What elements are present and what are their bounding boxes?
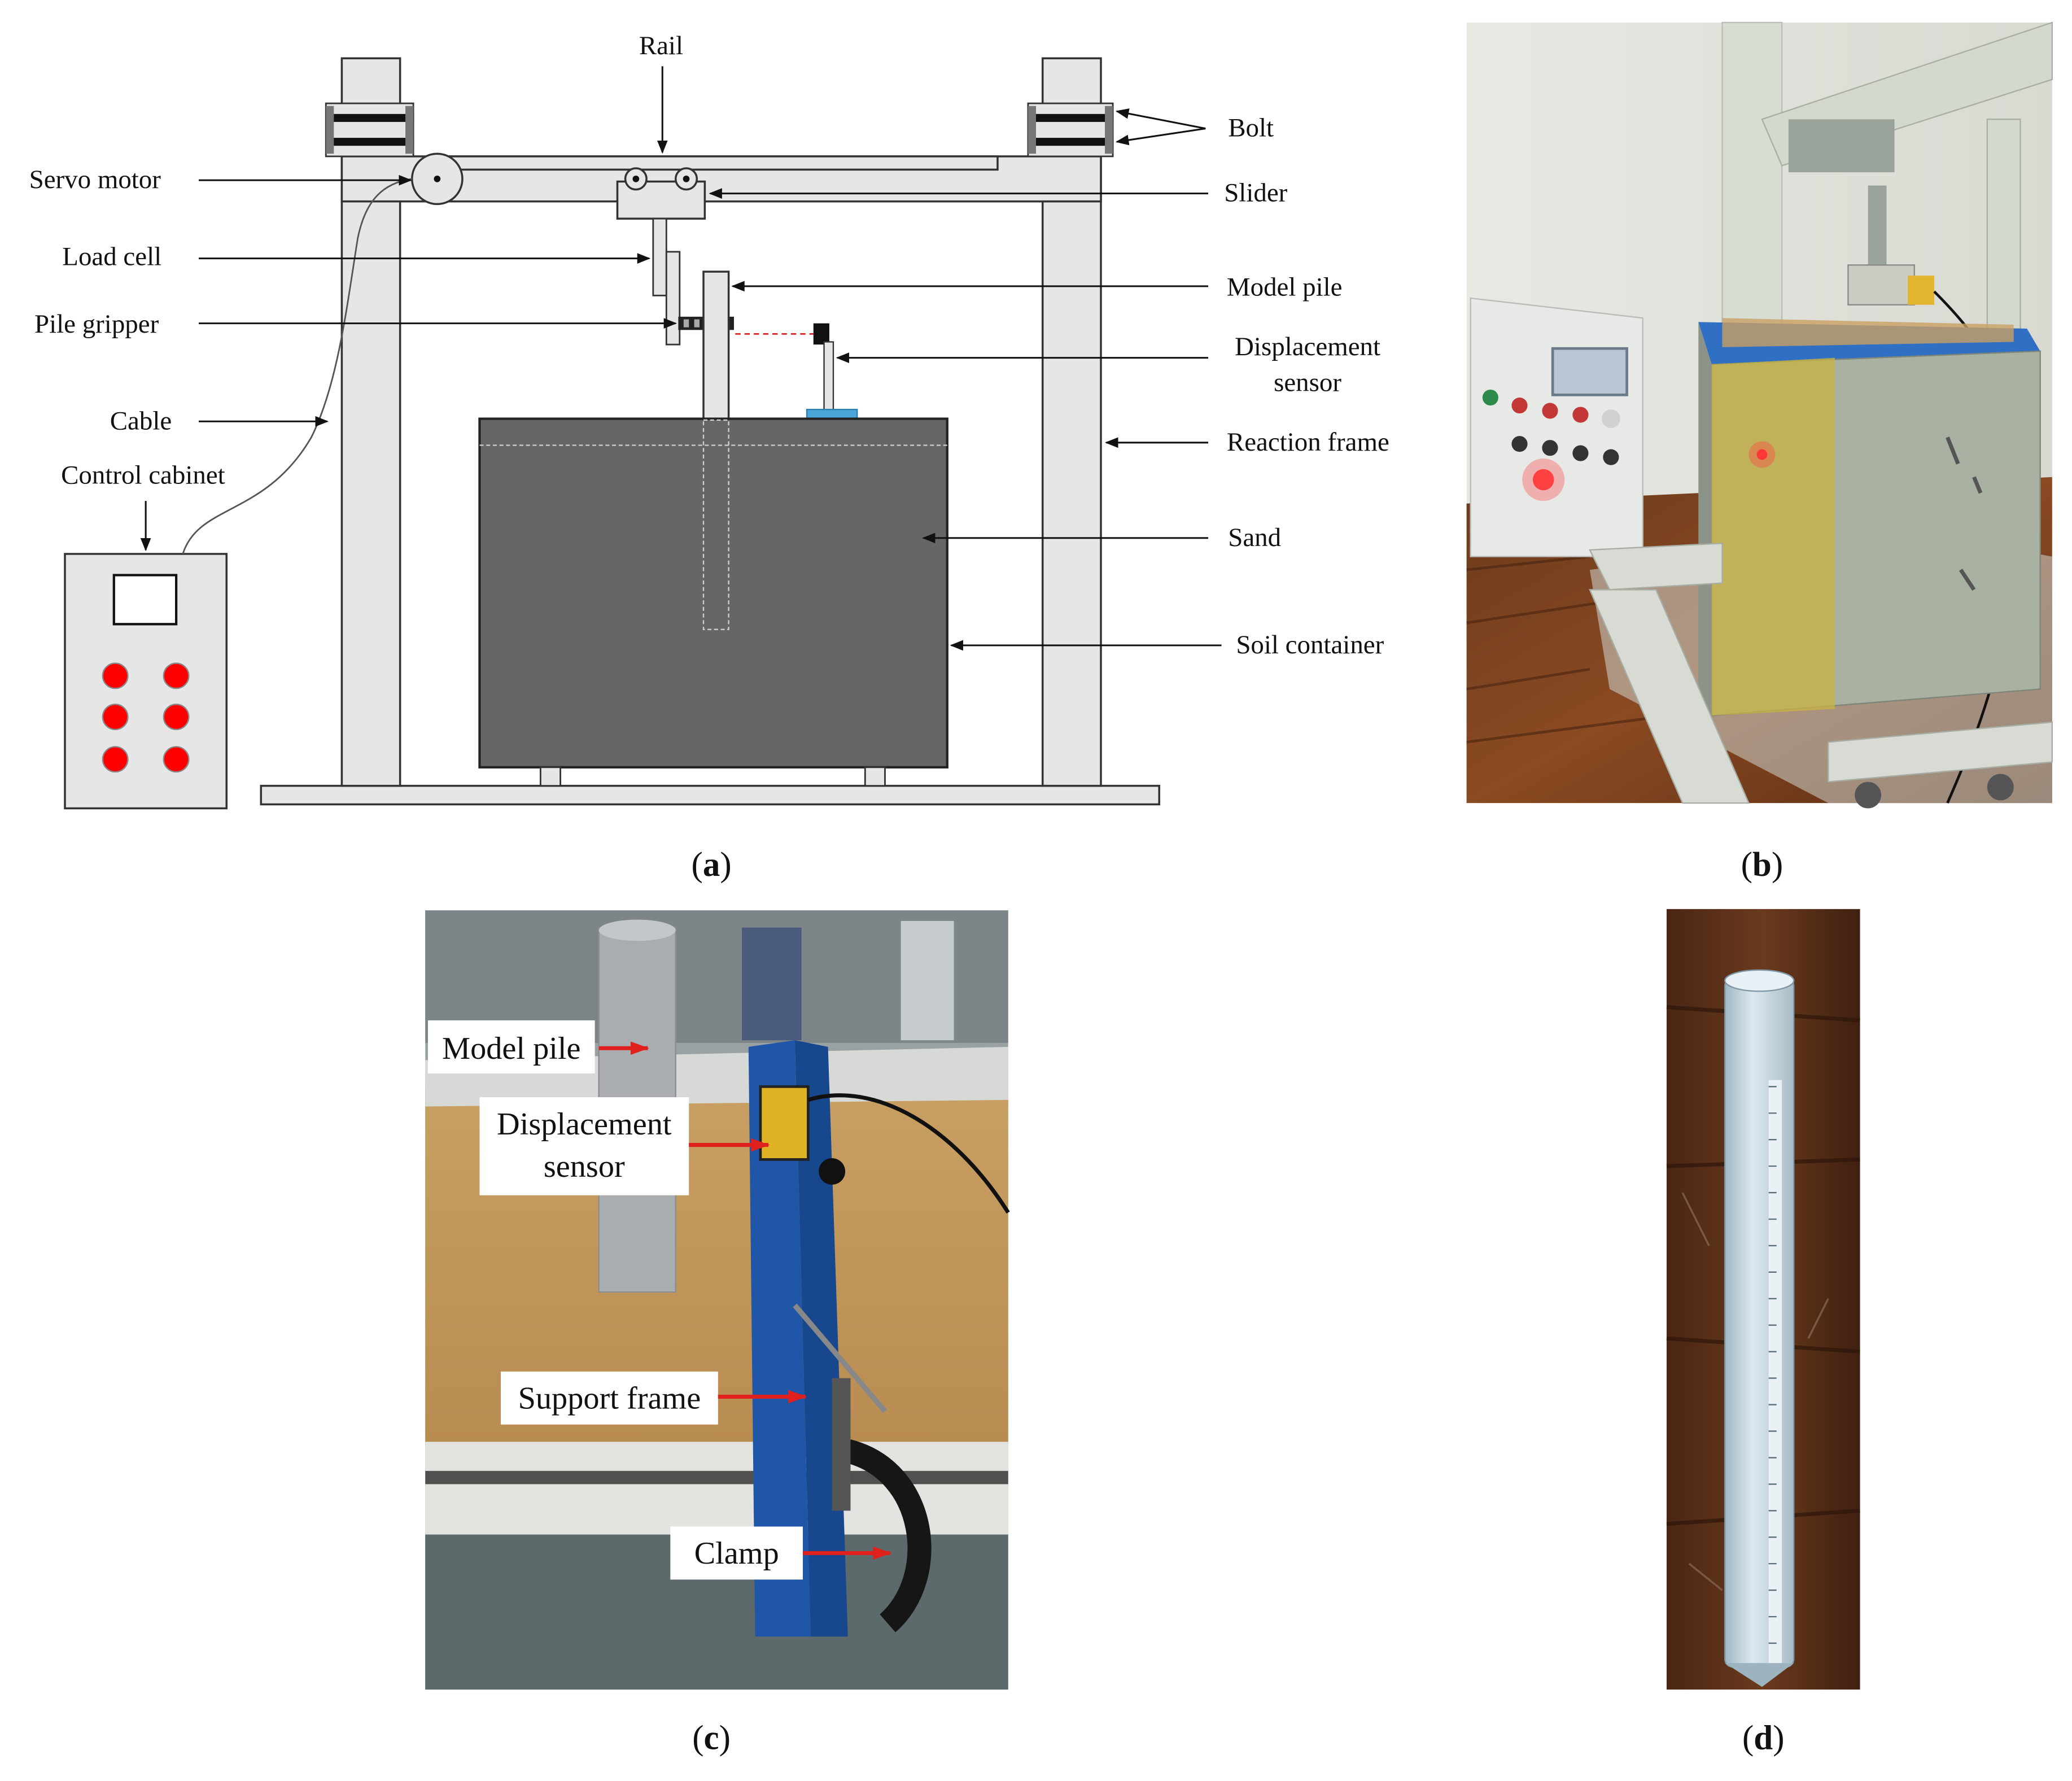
cabinet-button — [102, 662, 129, 689]
label-load-cell: Load cell — [62, 242, 161, 271]
base-plate — [260, 784, 1160, 806]
model-pile — [702, 270, 730, 421]
label-box-displacement-sensor — [479, 1097, 689, 1195]
cabinet-button — [163, 704, 190, 731]
closeup-photo-panel: Model pile Displacement sensor Support f… — [425, 910, 1010, 1757]
caption-a: (a) — [692, 846, 732, 884]
caption-c: (c) — [692, 1719, 731, 1757]
label-clamp-photo: Clamp — [694, 1536, 779, 1571]
pile-photo-panel: (d) — [1666, 909, 1860, 1757]
label-slider: Slider — [1224, 178, 1287, 208]
load-cell — [652, 217, 667, 296]
label-control-cabinet: Control cabinet — [61, 461, 225, 490]
cabinet-display — [112, 574, 178, 626]
label-support-frame-photo: Support frame — [518, 1381, 701, 1416]
bolt-assembly-left — [325, 102, 414, 158]
displacement-sensor — [806, 323, 858, 420]
cabinet-button — [163, 662, 190, 689]
lab-photo-panel: (b) — [1466, 21, 2053, 884]
caption-b: (b) — [1741, 846, 1784, 884]
cabinet-button — [102, 704, 129, 731]
label-soil-container: Soil container — [1236, 630, 1384, 660]
cabinet-button — [163, 746, 190, 773]
label-servo-motor: Servo motor — [29, 165, 161, 194]
embedded-pile — [702, 419, 729, 630]
rail — [429, 155, 999, 171]
schematic-panel: Rail Bolt Servo motor Slider Load cell M… — [29, 31, 1389, 884]
label-model-pile: Model pile — [1227, 272, 1343, 302]
cabinet-button — [102, 746, 129, 773]
arrow-bolt-2 — [1115, 128, 1206, 146]
cable — [182, 178, 412, 555]
label-pile-gripper: Pile gripper — [34, 309, 159, 339]
label-box-support-frame — [500, 1371, 718, 1425]
label-box-model-pile — [427, 1020, 595, 1073]
control-cabinet — [64, 553, 228, 810]
label-displacement-sensor-photo-line2: sensor — [544, 1149, 625, 1184]
label-model-pile-photo: Model pile — [442, 1031, 580, 1066]
label-reaction-frame: Reaction frame — [1227, 427, 1389, 457]
label-cable: Cable — [110, 406, 172, 435]
arrow-bolt-1 — [1115, 108, 1206, 130]
label-displacement-sensor-line1: Displacement — [1235, 332, 1380, 361]
caption-d: (d) — [1742, 1719, 1785, 1757]
label-bolt: Bolt — [1228, 114, 1274, 143]
label-displacement-sensor-line2: sensor — [1274, 368, 1341, 397]
label-box-clamp — [670, 1526, 803, 1580]
lab-photo — [1466, 21, 2053, 809]
label-displacement-sensor-photo-line1: Displacement — [497, 1107, 672, 1142]
pile-photo — [1666, 909, 1860, 1690]
label-rail: Rail — [639, 31, 683, 60]
bolt-assembly-right — [1027, 102, 1114, 158]
soil-container — [478, 417, 948, 769]
label-sand: Sand — [1228, 523, 1281, 552]
